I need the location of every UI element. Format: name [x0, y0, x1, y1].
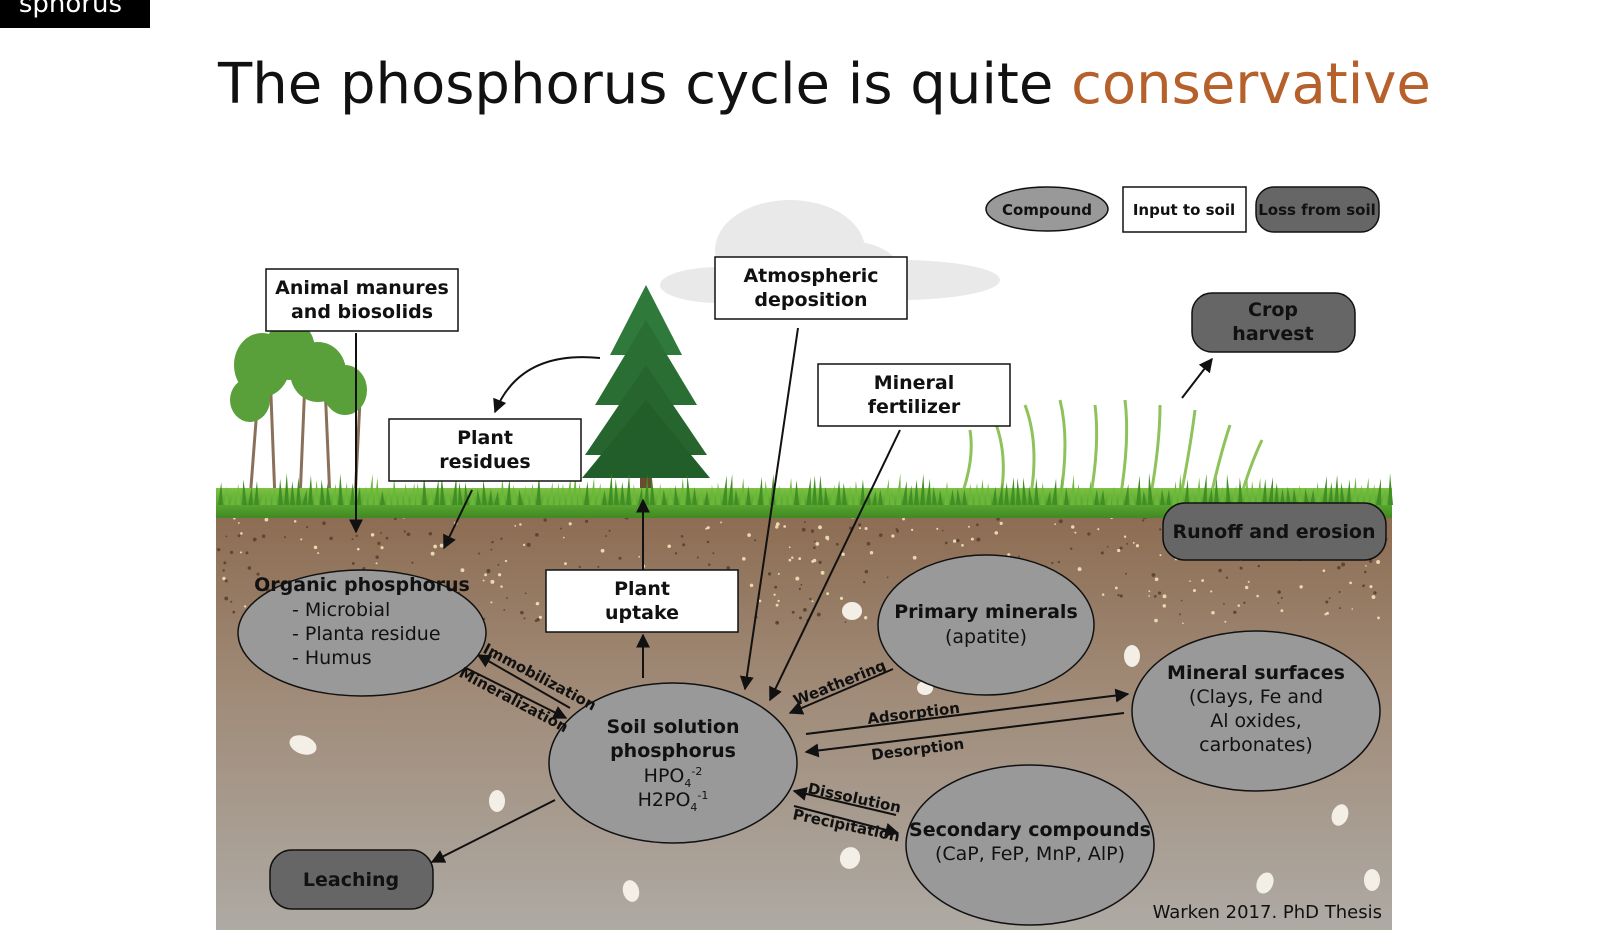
secondary-title: Secondary compounds: [909, 819, 1151, 841]
crop-harvest-line1: Crop: [1248, 299, 1298, 321]
leaching-label: Leaching: [303, 869, 399, 891]
solution-title-1: Soil solution: [607, 716, 740, 738]
credit: Warken 2017. PhD Thesis: [1153, 902, 1382, 923]
arrow-fertilizer-solution: [769, 429, 901, 702]
grass: [216, 473, 1393, 518]
organic-item-2: - Planta residue: [292, 623, 441, 645]
section-tag: sphorus: [0, 0, 150, 28]
primary-sub: (apatite): [945, 626, 1027, 648]
organic-item-1: - Microbial: [292, 599, 390, 621]
arrow-adsorption: [805, 688, 1130, 735]
legend-loss-shape: [1255, 186, 1380, 233]
loss-leaching: Leaching: [269, 849, 434, 910]
compound-primary-minerals: Primary minerals (apatite): [877, 554, 1095, 696]
deciduous-trees: [230, 320, 367, 501]
plant-uptake-line2: uptake: [605, 602, 679, 624]
animal-manures-line2: and biosolids: [291, 301, 433, 323]
compound-soil-solution: Soil solution phosphorus HPO4-2 H2PO4-1: [548, 682, 798, 844]
arrow-solution-leaching: [430, 799, 556, 863]
pebbles: [289, 602, 1380, 902]
mineral-fertilizer-line1: Mineral: [874, 372, 955, 394]
surfaces-sub-3: carbonates): [1199, 734, 1313, 756]
arrow-crop-harvest: [1181, 357, 1213, 399]
arrow-desorption: [804, 712, 1125, 758]
arrow-atmospheric-solution: [739, 327, 799, 691]
secondary-sub: (CaP, FeP, MnP, AlP): [935, 843, 1125, 865]
arrow-tree-residues: [493, 356, 601, 414]
input-mineral-fertilizer: Mineral fertilizer: [817, 363, 1011, 427]
arrow-weathering: [788, 668, 894, 715]
input-atmospheric-deposition: Atmospheric deposition: [714, 256, 908, 320]
slide-title: The phosphorus cycle is quite conservati…: [218, 52, 1431, 117]
surfaces-title: Mineral surfaces: [1167, 662, 1345, 684]
compound-mineral-surfaces: Mineral surfaces (Clays, Fe and Al oxide…: [1131, 630, 1381, 792]
input-animal-manures: Animal manures and biosolids: [265, 268, 459, 332]
legend-compound-shape: [985, 186, 1109, 232]
plant-residues-line1: Plant: [457, 427, 513, 449]
solution-title-2: phosphorus: [610, 740, 736, 762]
surfaces-sub-1: (Clays, Fe and: [1189, 686, 1323, 708]
arrows: [349, 327, 1213, 863]
legend-input-shape: [1122, 186, 1247, 233]
mineral-fertilizer-line2: fertilizer: [868, 396, 961, 418]
crop-harvest-line2: harvest: [1232, 323, 1313, 345]
legend: Compound Input to soil Loss from soil: [985, 186, 1380, 233]
atmospheric-line1: Atmospheric: [743, 265, 878, 287]
organic-item-3: - Humus: [292, 647, 372, 669]
plant-residues-line2: residues: [439, 451, 530, 473]
legend-loss-label: Loss from soil: [1258, 201, 1376, 219]
arrow-precipitation: [793, 805, 900, 837]
solution-formula-1: HPO4-2: [644, 765, 703, 790]
organic-title: Organic phosphorus: [254, 574, 470, 596]
title-accent: conservative: [1071, 52, 1431, 117]
pine-tree: [582, 285, 710, 500]
runoff-label: Runoff and erosion: [1172, 521, 1375, 543]
surfaces-sub-2: Al oxides,: [1210, 710, 1302, 732]
compound-organic-phosphorus: Organic phosphorus - Microbial - Planta …: [237, 569, 487, 697]
input-plant-uptake: Plant uptake: [545, 569, 739, 633]
compound-secondary: Secondary compounds (CaP, FeP, MnP, AlP): [905, 764, 1155, 926]
legend-compound-label: Compound: [1002, 201, 1092, 219]
loss-crop-harvest: Crop harvest: [1191, 292, 1356, 353]
loss-runoff-erosion: Runoff and erosion: [1162, 502, 1387, 561]
title-prefix: The phosphorus cycle is quite: [218, 52, 1072, 117]
arrow-immobilization: [476, 654, 571, 709]
arrow-mineralization: [459, 664, 568, 719]
input-plant-residues: Plant residues: [388, 418, 582, 482]
arrow-residues-organic: [443, 489, 473, 550]
atmospheric-line2: deposition: [754, 289, 867, 311]
plant-uptake-line1: Plant: [614, 578, 670, 600]
arrow-dissolution: [792, 787, 897, 816]
primary-title: Primary minerals: [894, 601, 1078, 623]
solution-formula-2: H2PO4-1: [638, 789, 709, 814]
legend-input-label: Input to soil: [1133, 201, 1235, 219]
animal-manures-line1: Animal manures: [275, 277, 449, 299]
